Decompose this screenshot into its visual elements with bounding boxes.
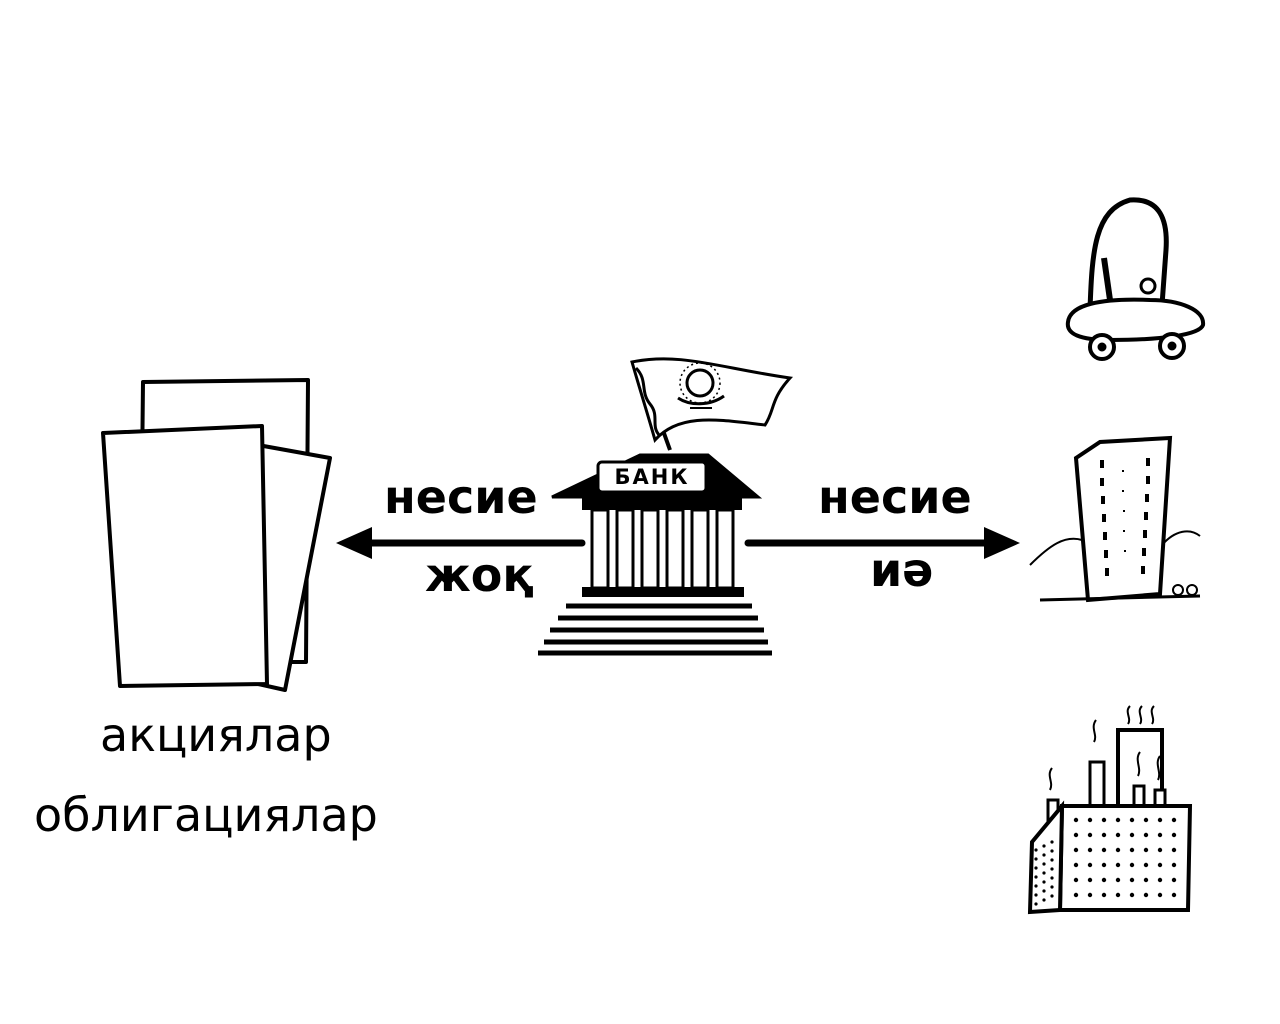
credit-label-right: несие bbox=[818, 470, 972, 524]
documents-stack-icon bbox=[101, 378, 332, 692]
bank-sign-label: БАНК bbox=[614, 465, 690, 489]
flag-icon bbox=[630, 357, 794, 451]
stocks-label: акциялар bbox=[100, 708, 332, 762]
arrow-right-icon bbox=[744, 527, 1020, 559]
credit-label-left: несие bbox=[384, 470, 538, 524]
no-label: жоқ bbox=[425, 548, 534, 602]
apartment-building-icon bbox=[1029, 435, 1201, 603]
car-icon bbox=[1065, 197, 1206, 361]
bank-building-icon bbox=[538, 453, 772, 656]
arrow-left-icon bbox=[336, 527, 586, 559]
bonds-label: облигациялар bbox=[34, 788, 378, 842]
yes-label: иә bbox=[870, 543, 934, 597]
factory-icon bbox=[1027, 705, 1193, 915]
